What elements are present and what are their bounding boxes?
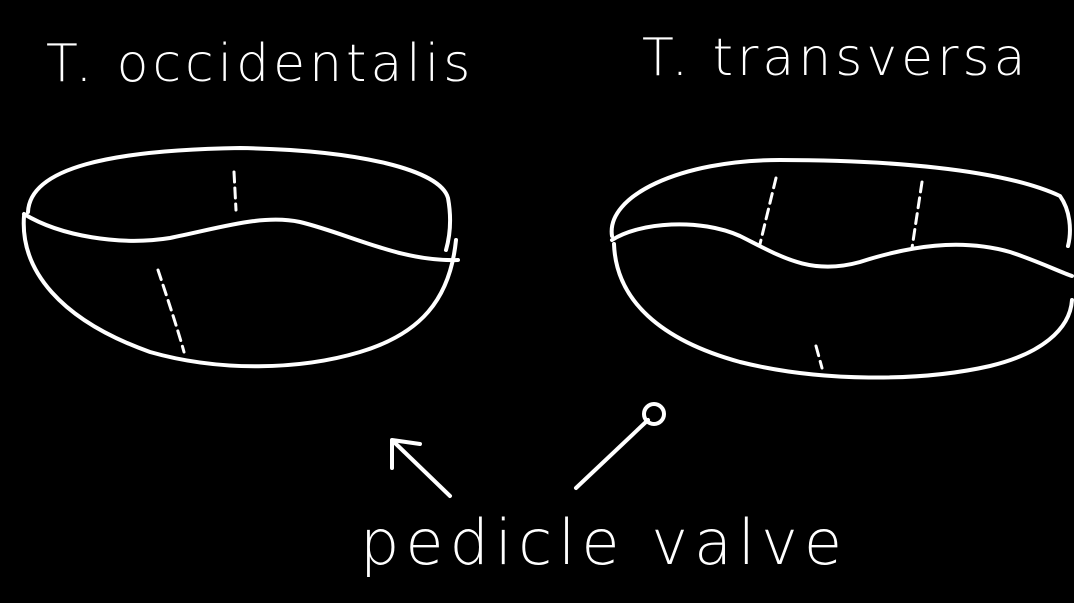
right-pointer-arrow — [576, 404, 664, 488]
right-shell-lower-marking — [816, 346, 822, 368]
left-shell-top-rim — [28, 148, 450, 250]
left-shell-commissure — [24, 214, 458, 260]
right-shell — [612, 160, 1072, 378]
right-shell-left-marking — [760, 178, 776, 244]
right-shell-commissure — [612, 224, 1072, 276]
left-shell — [24, 148, 458, 366]
left-pointer-arrow — [392, 440, 450, 496]
right-shell-top-rim — [612, 160, 1070, 246]
right-shell-right-marking — [912, 182, 922, 248]
left-shell-upper-marking — [234, 172, 236, 210]
left-shell-lower-marking — [158, 270, 184, 352]
